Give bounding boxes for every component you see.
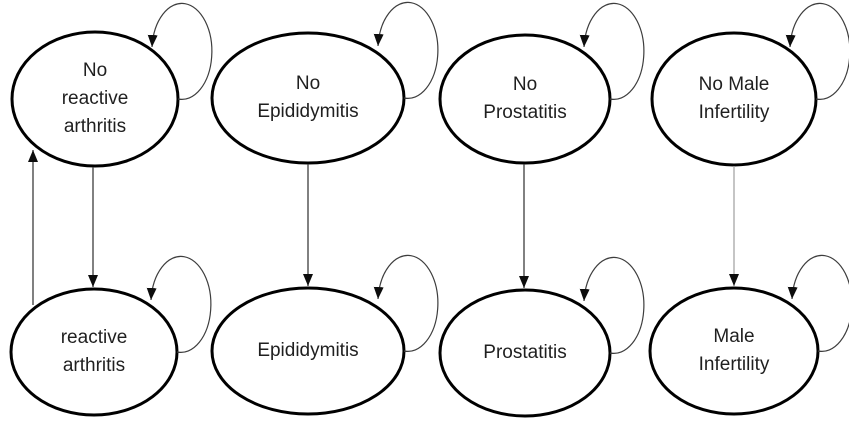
self-loop-arrow-no-epididymitis — [373, 1, 439, 99]
self-loop-arrow-prostatitis — [579, 256, 645, 354]
self-loop-arrow-no-prostatitis — [579, 2, 645, 100]
self-loop-arrow-reactive-arthritis — [146, 255, 212, 353]
state-ellipse-no-prostatitis — [438, 33, 612, 165]
state-ellipse-prostatitis — [438, 288, 612, 418]
state-ellipse-no-reactive-arthritis — [10, 30, 180, 168]
self-loop-arrow-epididymitis — [373, 254, 439, 352]
self-loop-arrow-no-reactive-arthritis — [147, 2, 213, 100]
self-loop-arrow-no-male-infertility — [785, 2, 849, 100]
state-ellipse-reactive-arthritis — [9, 287, 179, 417]
state-ellipse-no-epididymitis — [210, 31, 406, 165]
self-loop-arrow-male-infertility — [787, 254, 849, 352]
state-ellipse-male-infertility — [648, 286, 820, 416]
state-ellipse-epididymitis — [210, 286, 406, 416]
state-ellipse-no-male-infertility — [650, 31, 818, 167]
